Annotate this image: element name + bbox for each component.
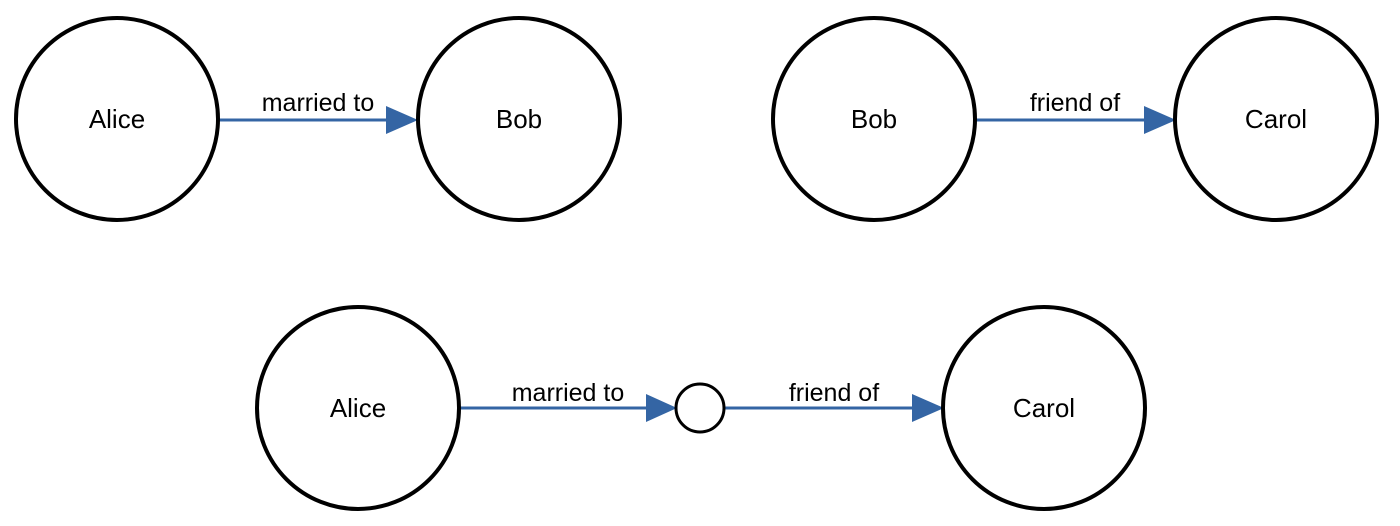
node-alice xyxy=(14,16,220,222)
arrowhead-icon xyxy=(912,394,944,422)
graph-bob-friend-carol: friend of Bob Carol xyxy=(771,16,1379,222)
edge-label-friend-of: friend of xyxy=(789,379,879,407)
edge-label-married-to: married to xyxy=(262,89,375,117)
node-label-bob: Bob xyxy=(496,104,542,134)
arrowhead-icon xyxy=(386,106,418,134)
node-label-alice: Alice xyxy=(330,393,386,423)
arrowhead-icon xyxy=(646,394,677,422)
node-bob xyxy=(771,16,977,222)
node-label-bob: Bob xyxy=(851,104,897,134)
node-bob xyxy=(416,16,622,222)
node-label-carol: Carol xyxy=(1013,393,1075,423)
arrowhead-icon xyxy=(1144,106,1176,134)
graph-alice-married-bob: married to Alice Bob xyxy=(14,16,622,222)
node-label-alice: Alice xyxy=(89,104,145,134)
blank-node xyxy=(674,382,726,434)
node-carol xyxy=(941,305,1147,511)
node-label-carol: Carol xyxy=(1245,104,1307,134)
node-alice xyxy=(255,305,461,511)
node-carol xyxy=(1173,16,1379,222)
edge-label-married-to: married to xyxy=(512,379,625,407)
edge-label-friend-of: friend of xyxy=(1030,89,1120,117)
graph-alice-to-carol-path: married to friend of Alice Carol xyxy=(255,305,1147,511)
